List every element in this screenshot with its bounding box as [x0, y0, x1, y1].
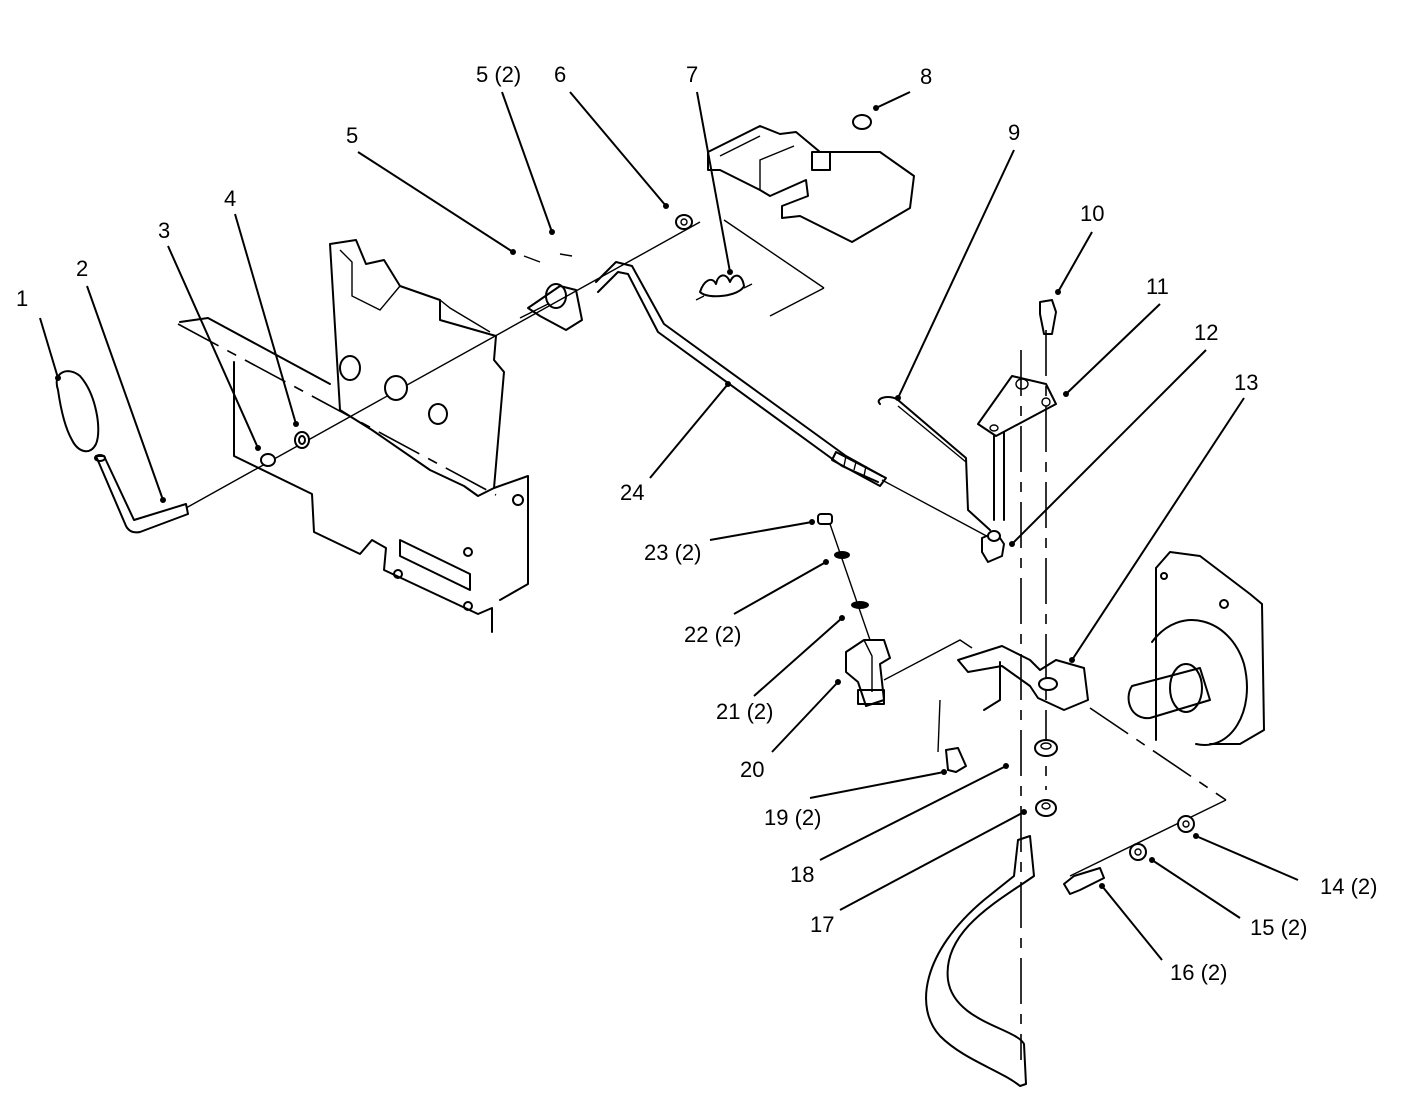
- knob-part: [55, 370, 100, 453]
- washer-parts: [260, 431, 310, 467]
- callout-15: 15 (2): [1250, 915, 1307, 940]
- callout-12: 12: [1194, 320, 1218, 345]
- nuts-17-18-part: [1034, 739, 1058, 817]
- callout-24: 24: [620, 480, 644, 505]
- callout-16: 16 (2): [1170, 960, 1227, 985]
- bolt-19-part: [945, 747, 967, 773]
- callout-21: 21 (2): [716, 699, 773, 724]
- ferrule-part: [981, 530, 1005, 563]
- bolt-part: [1039, 299, 1057, 335]
- cotter-pin-part: [877, 396, 991, 531]
- callout-13: 13: [1234, 370, 1258, 395]
- callout-labels: 1 2 3 4 5 5 (2) 6 7 8 9 10 11 12 13 14 (…: [16, 62, 1377, 985]
- callout-5: 5: [346, 123, 358, 148]
- pivot-plate-part: [977, 375, 1057, 521]
- bolt-washer-set-part: [1063, 815, 1195, 895]
- callout-10: 10: [1080, 201, 1104, 226]
- callout-4: 4: [224, 186, 236, 211]
- callout-14: 14 (2): [1320, 874, 1377, 899]
- callout-23: 23 (2): [644, 540, 701, 565]
- callout-1: 1: [16, 286, 28, 311]
- callout-9: 9: [1008, 120, 1020, 145]
- callout-6: 6: [554, 62, 566, 87]
- callout-22: 22 (2): [684, 622, 741, 647]
- pivot-hub-part: [519, 253, 583, 331]
- control-rod-part: [595, 261, 887, 487]
- callout-7: 7: [686, 62, 698, 87]
- nut-part: [675, 214, 693, 230]
- small-fasteners-part: [817, 513, 871, 641]
- mounting-bracket-part: [179, 239, 529, 633]
- spring-part: [695, 274, 753, 301]
- brake-pedal-arm-part: [925, 835, 1035, 1087]
- brake-lever-part: [937, 645, 1089, 753]
- shift-lever-part: [94, 454, 189, 534]
- callout-5-2: 5 (2): [476, 62, 521, 87]
- callout-17: 17: [810, 912, 834, 937]
- callout-11: 11: [1146, 274, 1169, 299]
- callout-3: 3: [158, 218, 170, 243]
- brake-bracket-part: [845, 639, 973, 707]
- leader-lines: [39, 91, 1299, 961]
- callout-8: 8: [920, 64, 932, 89]
- frame-bracket-part: [707, 114, 915, 243]
- callout-2: 2: [76, 256, 88, 281]
- callout-19: 19 (2): [764, 805, 821, 830]
- callout-18: 18: [790, 862, 814, 887]
- callout-20: 20: [740, 757, 764, 782]
- transmission-housing-part: [1127, 551, 1265, 747]
